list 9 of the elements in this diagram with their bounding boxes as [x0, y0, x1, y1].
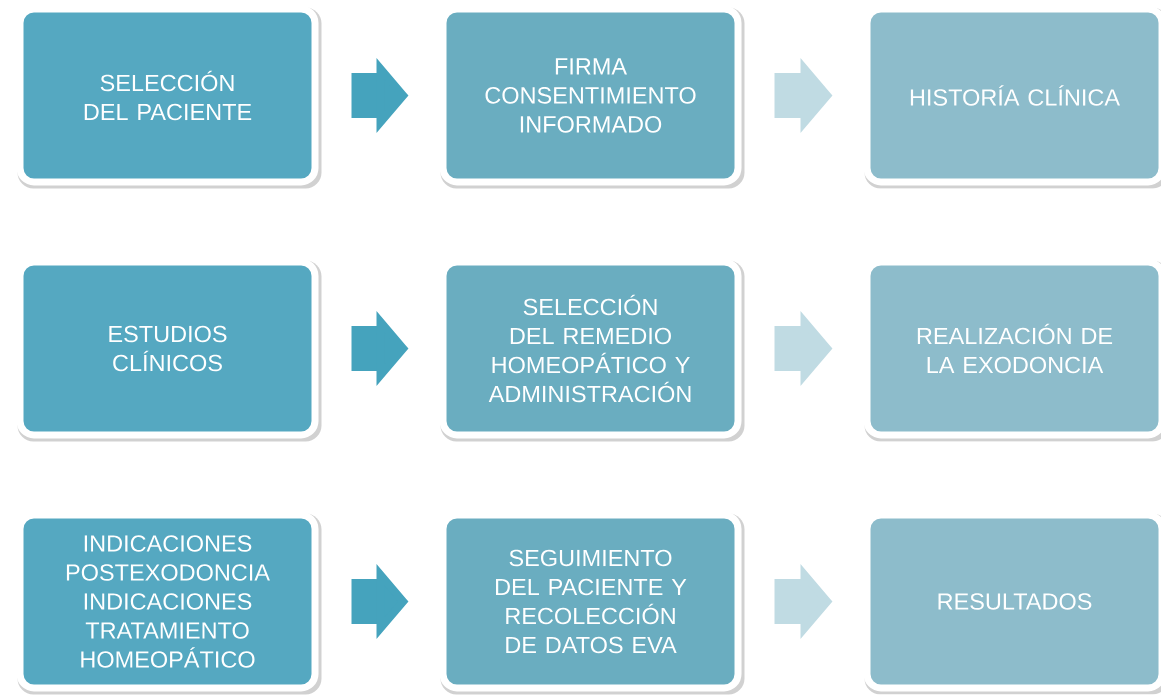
process-box: SEGUIMIENTO DEL PACIENTE Y RECOLECCIÓN DE DATOS EVA [439, 511, 745, 695]
process-box: RESULTADOS [863, 511, 1161, 695]
process-box: SELECCIÓN DEL PACIENTE [16, 5, 322, 189]
process-box: ESTUDIOS CLÍNICOS [16, 258, 322, 442]
process-box: REALIZACIÓN DE LA EXODONCIA [863, 258, 1161, 442]
process-box: FIRMA CONSENTIMIENTO INFORMADO [439, 5, 745, 189]
process-box: SELECCIÓN DEL REMEDIO HOMEOPÁTICO Y ADMINISTRACIÓN [439, 258, 745, 442]
process-box: INDICACIONES POSTEXODONCIA INDICACIONES TRATAMIENTO HOMEOPÁTICO [16, 511, 322, 695]
process-box: HISTORÍA CLÍNICA [863, 5, 1161, 189]
